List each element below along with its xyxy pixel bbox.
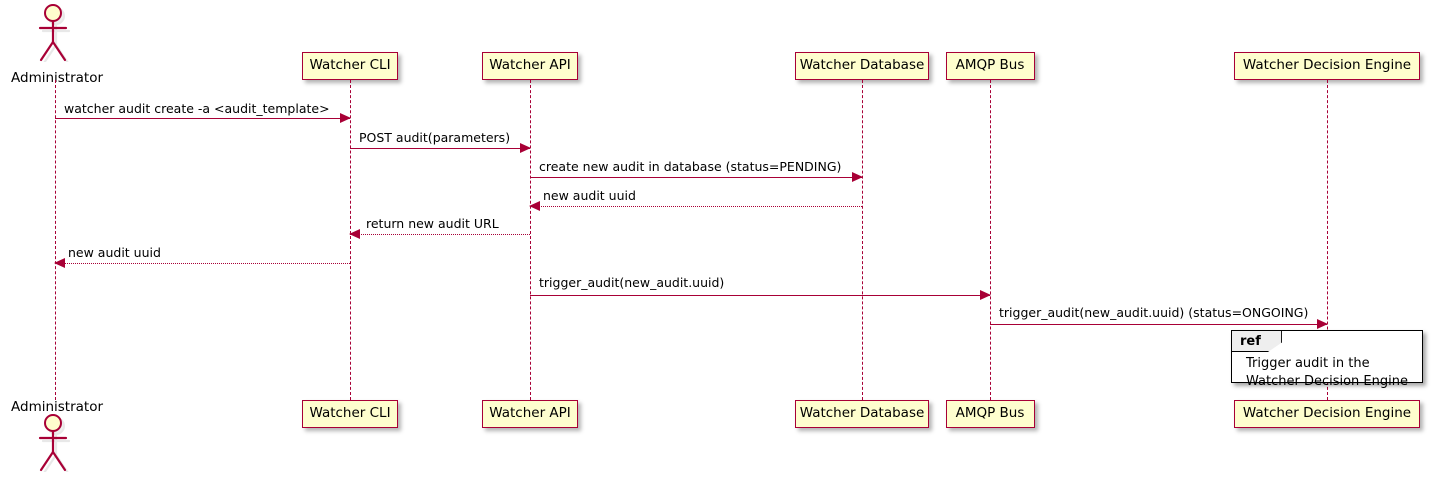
lifeline-watcher-database [862,80,863,400]
message-label-6: new audit uuid [68,245,161,260]
participant-header-watcher-cli[interactable]: Watcher CLI [302,52,398,80]
message-label-7: trigger_audit(new_audit.uuid) [539,275,725,290]
message-label-5: return new audit URL [366,216,499,231]
message-label-4: new audit uuid [543,188,636,203]
message-arrowhead-2 [520,143,531,153]
message-shaft-5 [350,234,530,235]
lifeline-actor-administrator [55,80,56,400]
message-shaft-6 [55,263,350,264]
ref-fragment-body-line-1: Trigger audit in the [1246,356,1370,371]
participant-footer-watcher-decision-engine[interactable]: Watcher Decision Engine [1234,400,1420,428]
message-shaft-2 [350,148,530,149]
message-shaft-7 [530,295,990,296]
message-arrowhead-8 [1317,319,1328,329]
message-arrowhead-4 [529,201,540,211]
lifeline-watcher-cli [350,80,351,400]
lifeline-watcher-api [530,80,531,400]
message-shaft-8 [990,324,1327,325]
participant-footer-watcher-api[interactable]: Watcher API [482,400,578,428]
ref-fragment-tab-label: ref [1232,331,1282,352]
lifeline-amqp-bus [990,80,991,400]
message-label-3: create new audit in database (status=PEN… [539,159,842,174]
participant-footer-amqp-bus[interactable]: AMQP Bus [945,400,1035,428]
actor-stick-figure-icon [38,414,71,475]
message-label-2: POST audit(parameters) [359,130,511,145]
participant-header-watcher-decision-engine[interactable]: Watcher Decision Engine [1234,52,1420,80]
participant-header-watcher-database[interactable]: Watcher Database [795,52,929,80]
message-arrowhead-7 [980,290,991,300]
lifeline-watcher-decision-engine [1327,80,1328,400]
actor-label-top: Administrator [11,70,104,86]
actor-label-bottom: Administrator [11,399,104,415]
message-shaft-4 [530,206,862,207]
participant-footer-watcher-cli[interactable]: Watcher CLI [302,400,398,428]
message-arrowhead-1 [340,113,351,123]
ref-fragment-body-line-2: Watcher Decision Engine [1246,373,1408,389]
actor-bottom [32,414,78,475]
participant-header-watcher-api[interactable]: Watcher API [482,52,578,80]
message-shaft-1 [55,118,350,119]
message-label-8: trigger_audit(new_audit.uuid) (status=ON… [999,305,1309,320]
message-label-1: watcher audit create -a <audit_template> [64,101,330,116]
participant-footer-watcher-database[interactable]: Watcher Database [795,400,929,428]
actor-top [32,4,78,65]
message-arrowhead-6 [54,258,65,268]
actor-stick-figure-icon [38,4,71,65]
message-shaft-3 [530,177,862,178]
message-arrowhead-5 [349,229,360,239]
message-arrowhead-3 [852,172,863,182]
participant-header-amqp-bus[interactable]: AMQP Bus [945,52,1035,80]
